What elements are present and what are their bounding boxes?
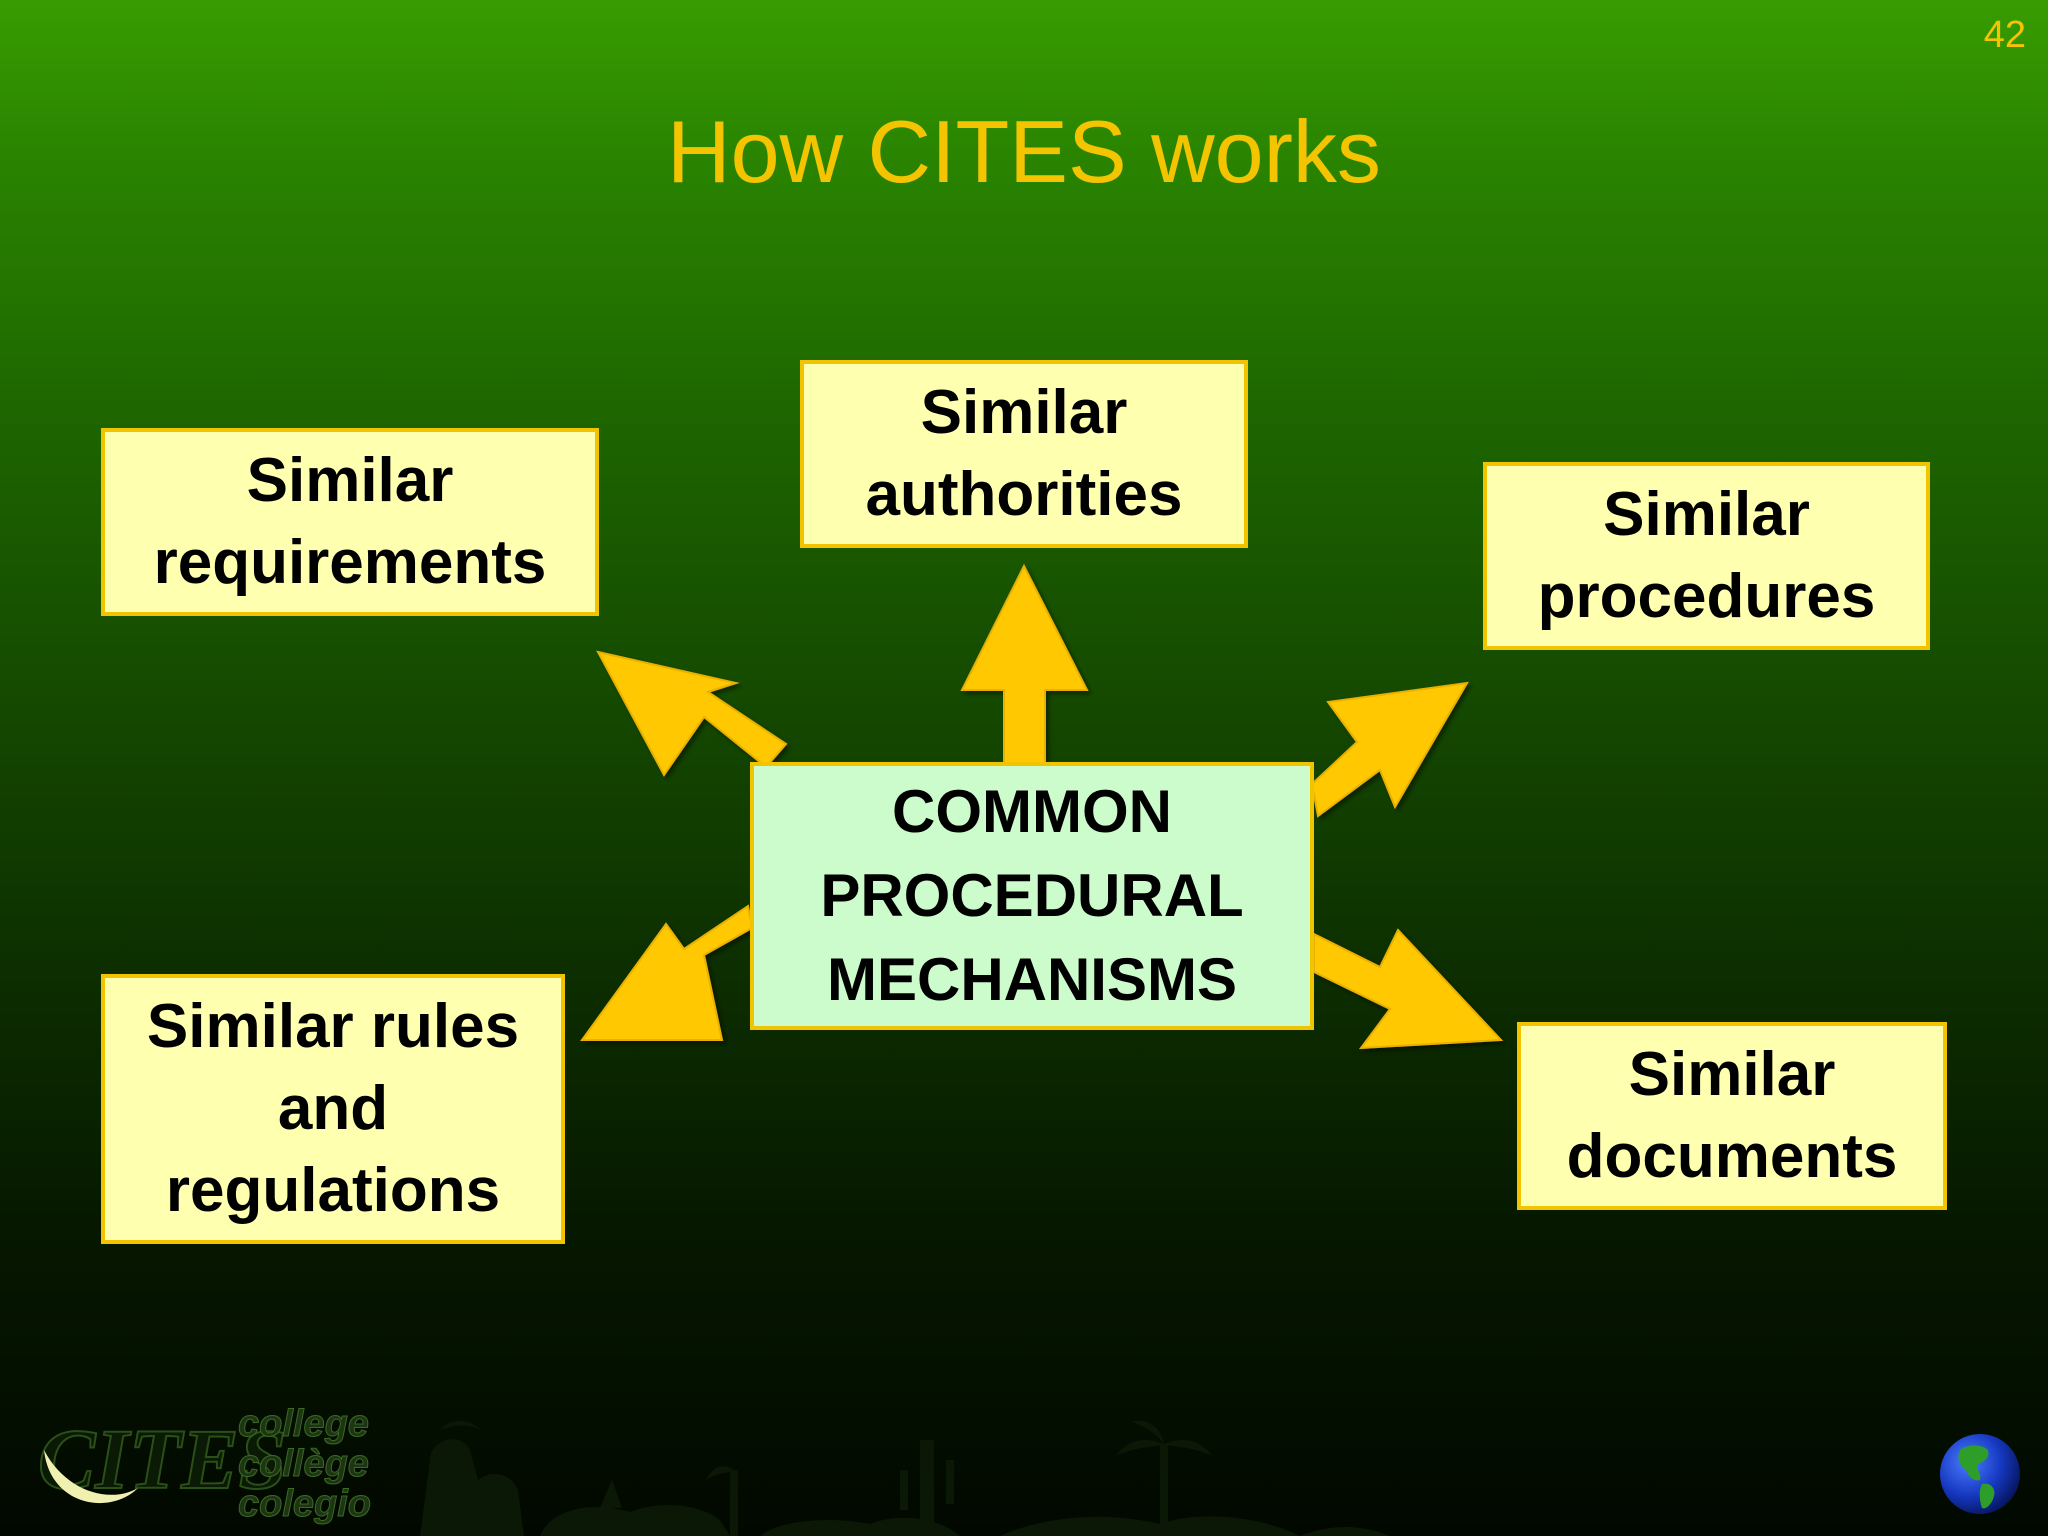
moon-crescent-icon xyxy=(44,1450,138,1504)
node-documents-line-2: documents xyxy=(1566,1122,1898,1191)
node-requirements-line-2: requirements xyxy=(153,528,547,597)
node-authorities-line-2: authorities xyxy=(865,460,1183,529)
arrow-up-left xyxy=(596,650,788,777)
slide-title: How CITES works xyxy=(667,102,1381,201)
node-rules: Similar rules and regulations xyxy=(101,974,565,1244)
node-documents: Similar documents xyxy=(1517,1022,1947,1210)
center-node-line-3: MECHANISMS xyxy=(826,946,1237,1013)
cites-logo: CITES xyxy=(37,1410,288,1508)
arrow-up-right xyxy=(1310,681,1469,818)
logo-words: college collège colegio xyxy=(237,1403,372,1525)
node-procedures: Similar procedures xyxy=(1483,462,1930,650)
center-node-mechanisms: COMMON PROCEDURAL MECHANISMS xyxy=(750,762,1314,1030)
globe-icon xyxy=(1940,1434,2020,1514)
wildlife-silhouette-icon xyxy=(420,1420,1390,1536)
node-rules-line-3: regulations xyxy=(165,1156,501,1225)
arrow-down-left xyxy=(580,904,754,1041)
node-authorities: Similar authorities xyxy=(800,360,1248,548)
logo-word-college-fr: collège xyxy=(237,1443,369,1485)
center-node-line-2: PROCEDURAL xyxy=(820,862,1244,929)
logo-word-college: college xyxy=(237,1403,369,1445)
slide-number: 42 xyxy=(1983,14,2026,56)
node-requirements: Similar requirements xyxy=(101,428,599,616)
cites-logo-wordmark: CITES xyxy=(38,1411,287,1507)
logo-word-colegio: colegio xyxy=(237,1483,372,1525)
arrow-up xyxy=(960,563,1089,765)
center-node-line-1: COMMON xyxy=(892,778,1172,845)
arrow-down-right xyxy=(1313,928,1504,1050)
node-authorities-line-1: Similar xyxy=(920,378,1128,447)
node-procedures-line-2: procedures xyxy=(1537,562,1876,631)
node-rules-line-2: and xyxy=(277,1074,389,1143)
node-documents-line-1: Similar xyxy=(1628,1040,1836,1109)
node-requirements-line-1: Similar xyxy=(246,446,454,515)
node-procedures-line-1: Similar xyxy=(1603,480,1810,549)
node-rules-line-1: Similar rules xyxy=(146,992,520,1061)
